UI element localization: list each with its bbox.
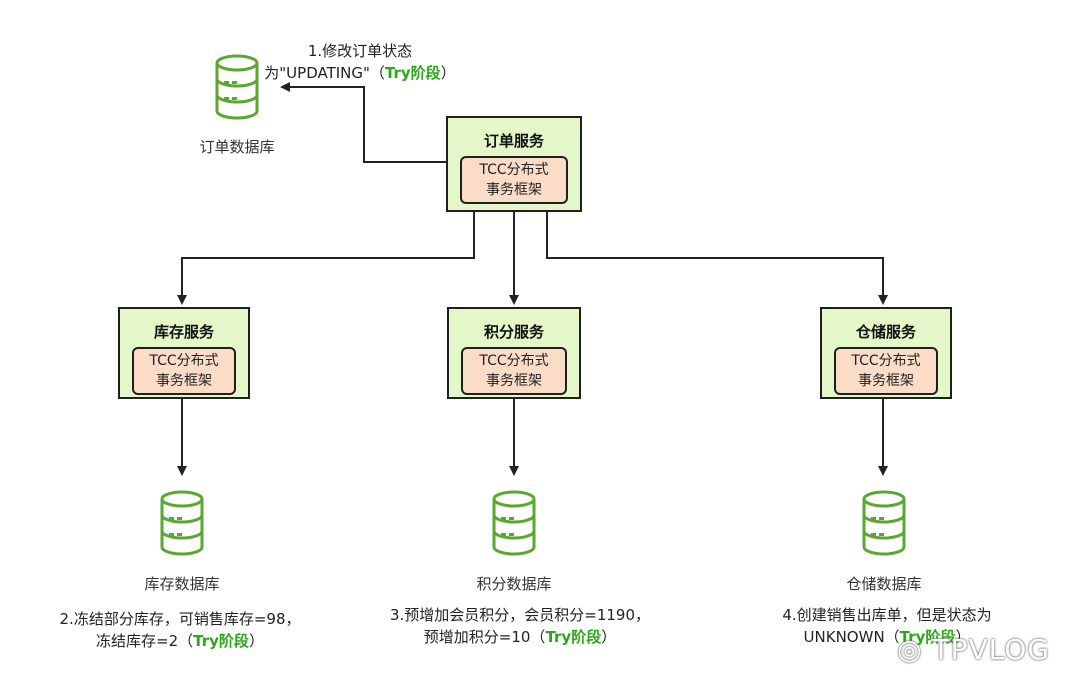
order-service-title: 订单服务: [483, 132, 544, 150]
warehouse-service-title: 仓储服务: [855, 323, 916, 341]
order-service-box: 订单服务 TCC分布式 事务框架: [446, 116, 582, 212]
arrow-order-to-db: [280, 82, 446, 163]
note-line2: 预增加积分=10（Try阶段）: [423, 628, 617, 646]
inventory-service-title: 库存服务: [153, 323, 214, 341]
try-phase-label: Try阶段: [384, 64, 441, 82]
note-line2: 冻结库存=2（Try阶段）: [96, 632, 264, 650]
inventory-database-icon: [160, 490, 204, 556]
warehouse-database-icon: [862, 490, 906, 556]
note-line1: 4.创建销售出库单，但是状态为: [782, 606, 992, 624]
framework-line1: TCC分布式: [479, 353, 549, 369]
warehouse-step-note: 4.创建销售出库单，但是状态为 UNKNOWN（Try阶段）: [752, 604, 1022, 648]
note-line1: 1.修改订单状态: [307, 42, 413, 60]
wechat-icon: ◎: [897, 633, 923, 666]
order-database-icon: [215, 54, 259, 120]
inventory-tcc-framework: TCC分布式 事务框架: [132, 347, 236, 395]
note-line2: UNKNOWN（Try阶段）: [803, 628, 971, 646]
note-line2: 为"UPDATING"（Try阶段）: [264, 64, 456, 82]
try-phase-label: Try阶段: [545, 628, 602, 646]
points-tcc-framework: TCC分布式 事务框架: [461, 347, 567, 395]
points-database-icon: [492, 490, 536, 556]
inventory-service-box: 库存服务 TCC分布式 事务框架: [118, 307, 250, 399]
framework-line2: 事务框架: [858, 373, 914, 389]
arrow-order-to-warehouse: [546, 212, 888, 305]
order-step-note: 1.修改订单状态 为"UPDATING"（Try阶段）: [260, 40, 460, 84]
try-phase-label: Try阶段: [193, 632, 249, 650]
note-line1: 2.冻结部分库存，可销售库存=98，: [59, 610, 301, 628]
points-step-note: 3.预增加会员积分，会员积分=1190， 预增加积分=10（Try阶段）: [370, 604, 670, 648]
framework-line1: TCC分布式: [479, 162, 549, 178]
framework-line1: TCC分布式: [149, 353, 219, 369]
inventory-database-label: 库存数据库: [144, 575, 220, 593]
framework-line2: 事务框架: [156, 373, 212, 389]
framework-line2: 事务框架: [486, 373, 542, 389]
arrow-order-to-inventory: [177, 212, 475, 305]
watermark: ◎ TPVLOG: [897, 633, 1050, 666]
watermark-text: TPVLOG: [932, 633, 1050, 666]
warehouse-service-box: 仓储服务 TCC分布式 事务框架: [820, 307, 952, 399]
try-phase-label: Try阶段: [899, 628, 956, 646]
points-service-box: 积分服务 TCC分布式 事务框架: [447, 307, 581, 399]
order-database-label: 订单数据库: [199, 138, 275, 156]
note-line1: 3.预增加会员积分，会员积分=1190，: [389, 606, 651, 624]
order-tcc-framework: TCC分布式 事务框架: [460, 156, 568, 204]
warehouse-tcc-framework: TCC分布式 事务框架: [834, 347, 938, 395]
framework-line2: 事务框架: [486, 182, 542, 198]
inventory-step-note: 2.冻结部分库存，可销售库存=98， 冻结库存=2（Try阶段）: [30, 608, 330, 652]
framework-line1: TCC分布式: [851, 353, 921, 369]
warehouse-database-label: 仓储数据库: [846, 575, 922, 593]
points-service-title: 积分服务: [483, 323, 544, 341]
points-database-label: 积分数据库: [476, 575, 552, 593]
